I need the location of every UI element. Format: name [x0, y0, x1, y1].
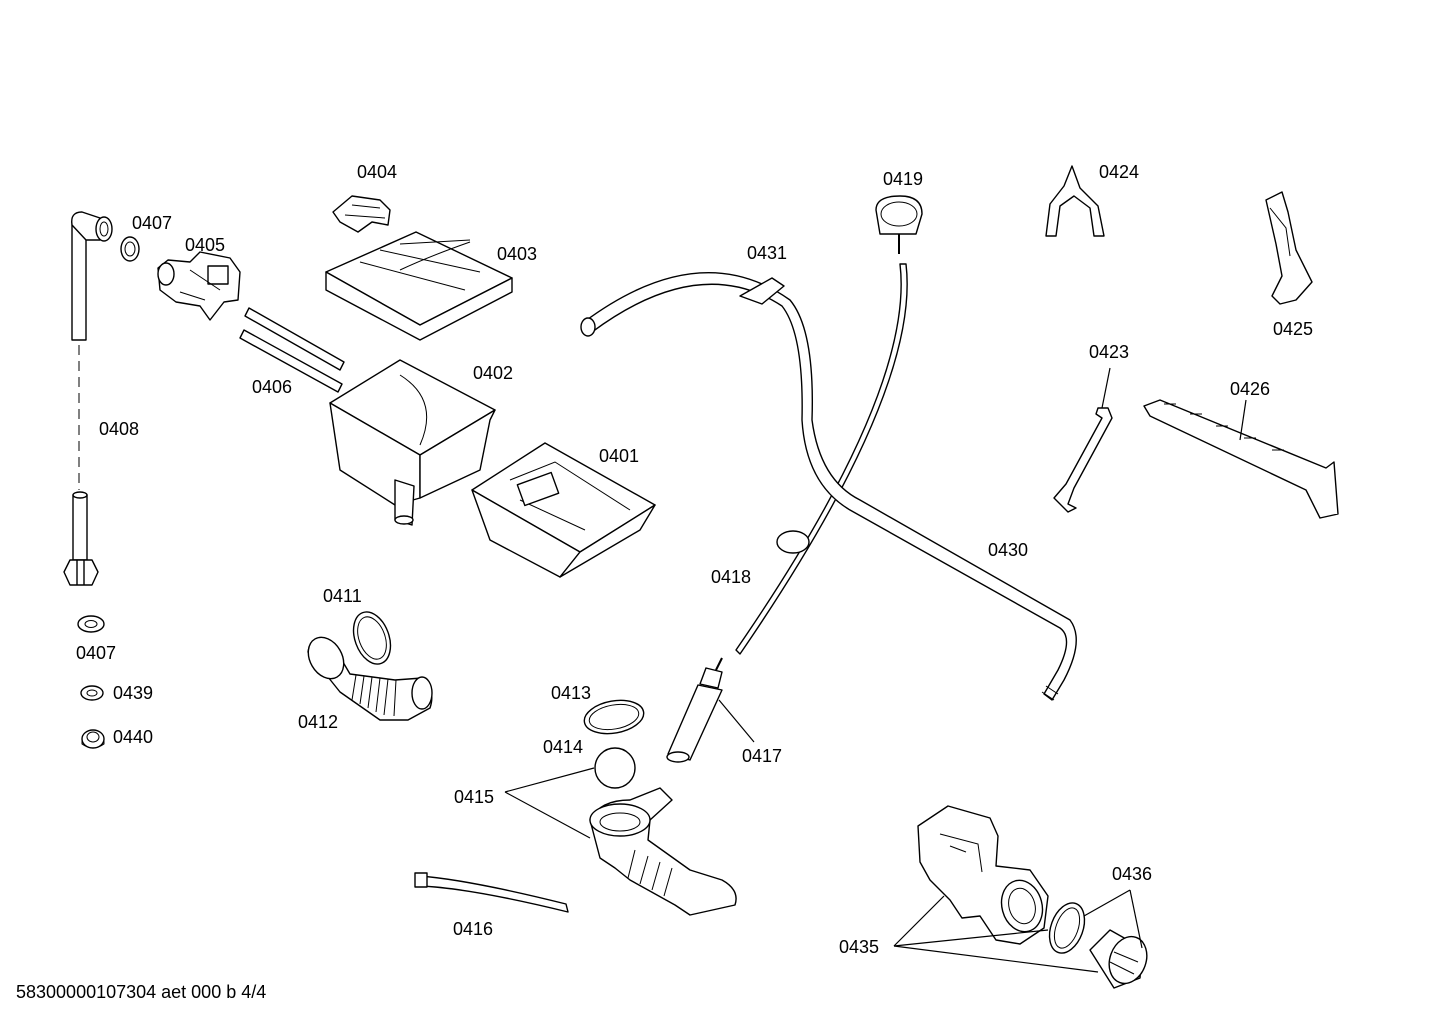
label-0412: 0412: [298, 712, 338, 732]
label-0424: 0424: [1099, 162, 1139, 182]
label-0408: 0408: [99, 419, 139, 439]
part-0436-seal: [1048, 902, 1086, 954]
label-0411: 0411: [323, 586, 362, 606]
part-0401-drawer: [471, 442, 656, 578]
part-0407-washer-bottom: [77, 615, 105, 633]
part-0412-bellows-hose: [307, 636, 433, 721]
part-0426-rail: [1143, 399, 1339, 519]
label-0407-top: 0407: [132, 213, 172, 233]
label-0405: 0405: [185, 235, 225, 255]
leader-lines: [504, 367, 1247, 973]
part-0405-valve: [157, 251, 241, 321]
label-0402: 0402: [473, 363, 513, 383]
part-labels: 0404 0407 0405 0403 0406 0402 0408 0401 …: [76, 162, 1313, 957]
label-0419: 0419: [883, 169, 923, 189]
part-0435-pump: [917, 805, 1049, 945]
label-0425: 0425: [1273, 319, 1313, 339]
label-0440: 0440: [113, 727, 153, 747]
label-0417: 0417: [742, 746, 782, 766]
label-0414: 0414: [543, 737, 583, 757]
part-0404-bracket: [332, 195, 391, 233]
part-0440-filter: [81, 729, 105, 749]
part-0413-ring: [583, 699, 645, 735]
label-0418: 0418: [711, 567, 751, 587]
part-0436-filter: [1089, 929, 1148, 989]
part-0411-ring: [352, 611, 392, 665]
label-0413: 0413: [551, 683, 591, 703]
document-footer: 58300000107304 aet 000 b 4/4: [16, 982, 266, 1002]
label-0439: 0439: [113, 683, 153, 703]
label-0436: 0436: [1112, 864, 1152, 884]
part-0431-clip: [739, 277, 785, 305]
part-0419-pressure-switch: [875, 195, 923, 254]
label-0406: 0406: [252, 377, 292, 397]
part-0402-drawer-housing: [329, 359, 496, 526]
part-0417-sensor: [666, 657, 723, 763]
label-0431: 0431: [747, 243, 787, 263]
part-0424-clip: [1045, 165, 1105, 237]
part-0414-ball: [594, 747, 636, 789]
part-0406-tubes: [239, 307, 345, 393]
label-0403: 0403: [497, 244, 537, 264]
part-0403-cover: [325, 231, 513, 341]
part-0416-hose: [414, 872, 569, 913]
label-0423: 0423: [1089, 342, 1129, 362]
part-0430-hose: [580, 272, 1077, 701]
label-0435: 0435: [839, 937, 879, 957]
label-0426: 0426: [1230, 379, 1270, 399]
part-0439-washer: [80, 685, 104, 701]
label-0401: 0401: [599, 446, 639, 466]
label-0415: 0415: [454, 787, 494, 807]
label-0407-bottom: 0407: [76, 643, 116, 663]
part-0408-hose: [63, 211, 113, 586]
part-0423-rod: [1053, 407, 1113, 513]
label-0404: 0404: [357, 162, 397, 182]
part-0407-washer-top: [120, 236, 140, 262]
part-0425-bracket: [1265, 191, 1313, 305]
part-0415-sump: [589, 787, 737, 916]
label-0416: 0416: [453, 919, 493, 939]
label-0430: 0430: [988, 540, 1028, 560]
part-0418-tube: [735, 263, 908, 655]
